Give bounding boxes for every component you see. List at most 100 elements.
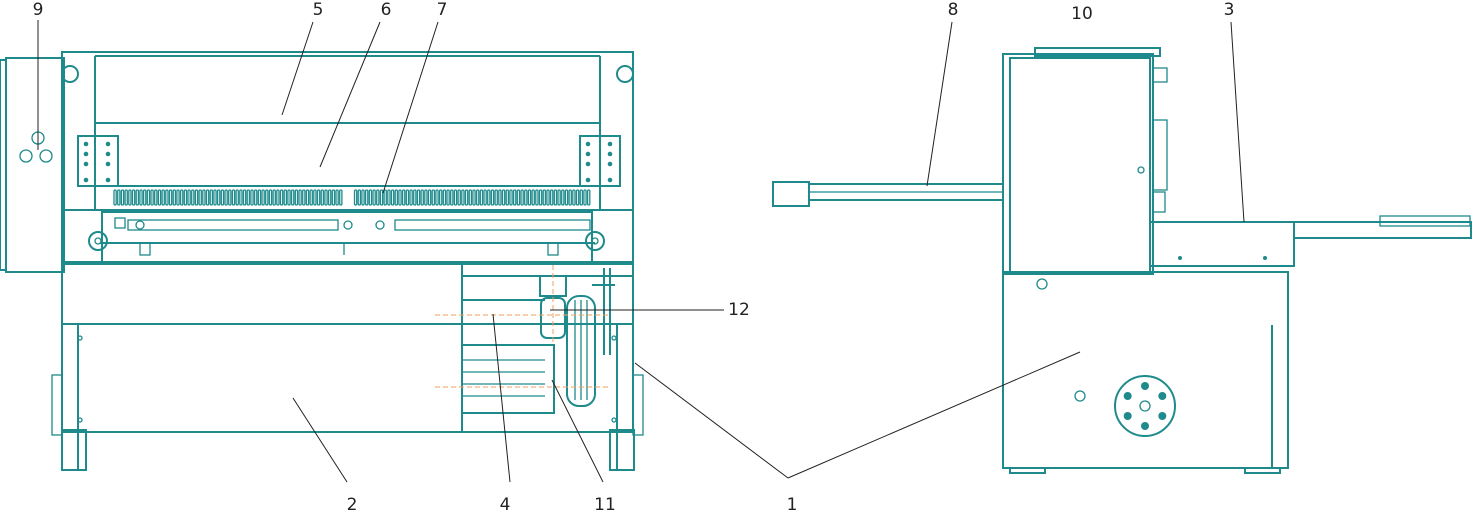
- vent-slot: [553, 189, 558, 206]
- vent-slot: [246, 189, 251, 206]
- vent-slot: [120, 189, 125, 206]
- vent-slot: [564, 189, 569, 206]
- callout-9: 9: [32, 0, 44, 20]
- vent-slot: [509, 189, 513, 206]
- vent-slot: [546, 189, 550, 206]
- callout-3: 3: [1223, 0, 1235, 20]
- flange-bolt: [1158, 392, 1167, 400]
- vent-slot: [320, 189, 325, 206]
- vent-slot: [527, 189, 532, 206]
- upper-housing-10: [1002, 53, 1154, 275]
- vent-slot: [253, 189, 258, 206]
- motor-compartment: [461, 263, 634, 433]
- vent-slot: [442, 189, 447, 206]
- vent-slot: [409, 189, 413, 206]
- vent-slot: [161, 189, 165, 206]
- vent-slot: [242, 189, 247, 206]
- callout-6: 6: [380, 0, 392, 20]
- vent-slot: [557, 189, 561, 206]
- bolt-dot: [607, 161, 613, 167]
- vent-slot: [531, 189, 535, 206]
- bolt-dot: [585, 177, 591, 183]
- vent-slot: [194, 189, 199, 206]
- motor: [461, 344, 555, 414]
- vent-slot: [213, 189, 217, 206]
- vent-slot: [450, 189, 454, 206]
- vent-slot: [305, 189, 310, 206]
- flange-bolt: [1123, 392, 1132, 400]
- motor-flange: [1114, 375, 1176, 437]
- bolt-dot: [105, 151, 111, 157]
- vent-slot: [220, 189, 225, 206]
- vent-slot: [339, 189, 343, 206]
- vent-slot: [287, 189, 291, 206]
- vent-slot: [364, 189, 369, 206]
- bolt-dot: [105, 141, 111, 147]
- roller: [61, 65, 79, 83]
- vent-slot: [561, 189, 565, 206]
- vent-slot: [228, 189, 232, 206]
- vent-slot: [398, 189, 402, 206]
- vent-slot: [401, 189, 406, 206]
- vent-slot: [405, 189, 410, 206]
- vent-slot: [457, 189, 461, 206]
- vent-slot: [187, 189, 191, 206]
- vent-slot: [239, 189, 243, 206]
- vent-slot: [231, 189, 236, 206]
- vent-slot: [313, 189, 317, 206]
- control-knob: [19, 149, 33, 163]
- bolt-dot: [105, 161, 111, 167]
- callout-2: 2: [346, 495, 358, 514]
- vent-slot: [479, 189, 484, 206]
- vent-slot: [168, 189, 173, 206]
- vent-slot: [501, 189, 506, 206]
- vent-slot: [157, 189, 162, 206]
- vent-slot: [146, 189, 151, 206]
- front-view: [0, 51, 644, 471]
- callout-12: 12: [728, 300, 750, 320]
- callout-1: 1: [786, 495, 798, 514]
- flange-bolt: [1158, 412, 1167, 420]
- base-cabinet-1: [1002, 271, 1289, 469]
- vent-slot: [172, 189, 177, 206]
- vent-slot: [261, 189, 265, 206]
- callout-8: 8: [947, 0, 959, 20]
- vent-slot: [235, 189, 239, 206]
- vent-slot: [468, 189, 473, 206]
- bolt-dot: [83, 161, 89, 167]
- vent-slot: [583, 189, 587, 206]
- vent-slot: [505, 189, 510, 206]
- vent-slot: [475, 189, 480, 206]
- vent-slot: [150, 189, 154, 206]
- leg-right: [609, 429, 635, 471]
- vent-slot: [309, 189, 313, 206]
- vent-slot: [139, 189, 143, 206]
- extension-arm: [1293, 221, 1472, 239]
- vent-slot: [265, 189, 269, 206]
- vent-slot: [176, 189, 180, 206]
- vent-slot: [283, 189, 288, 206]
- vent-slot: [512, 189, 517, 206]
- vent-slot: [390, 189, 395, 206]
- bolt-dot: [607, 141, 613, 147]
- vent-slot: [435, 189, 439, 206]
- vent-slot: [498, 189, 502, 206]
- callout-10: 10: [1071, 4, 1093, 24]
- bolt-dot: [585, 151, 591, 157]
- vent-slot: [191, 189, 195, 206]
- bolt-dot: [607, 151, 613, 157]
- vent-slot: [216, 189, 221, 206]
- vent-slot: [202, 189, 206, 206]
- vent-slot: [572, 189, 576, 206]
- vent-slot: [387, 189, 391, 206]
- vent-slot: [257, 189, 262, 206]
- vent-slot: [490, 189, 495, 206]
- vent-slot: [416, 189, 421, 206]
- vent-slot: [198, 189, 202, 206]
- vent-slot: [368, 189, 373, 206]
- vent-slot: [494, 189, 498, 206]
- slide-rail: [101, 211, 593, 263]
- vent-slot: [290, 189, 295, 206]
- vent-slot: [128, 189, 132, 206]
